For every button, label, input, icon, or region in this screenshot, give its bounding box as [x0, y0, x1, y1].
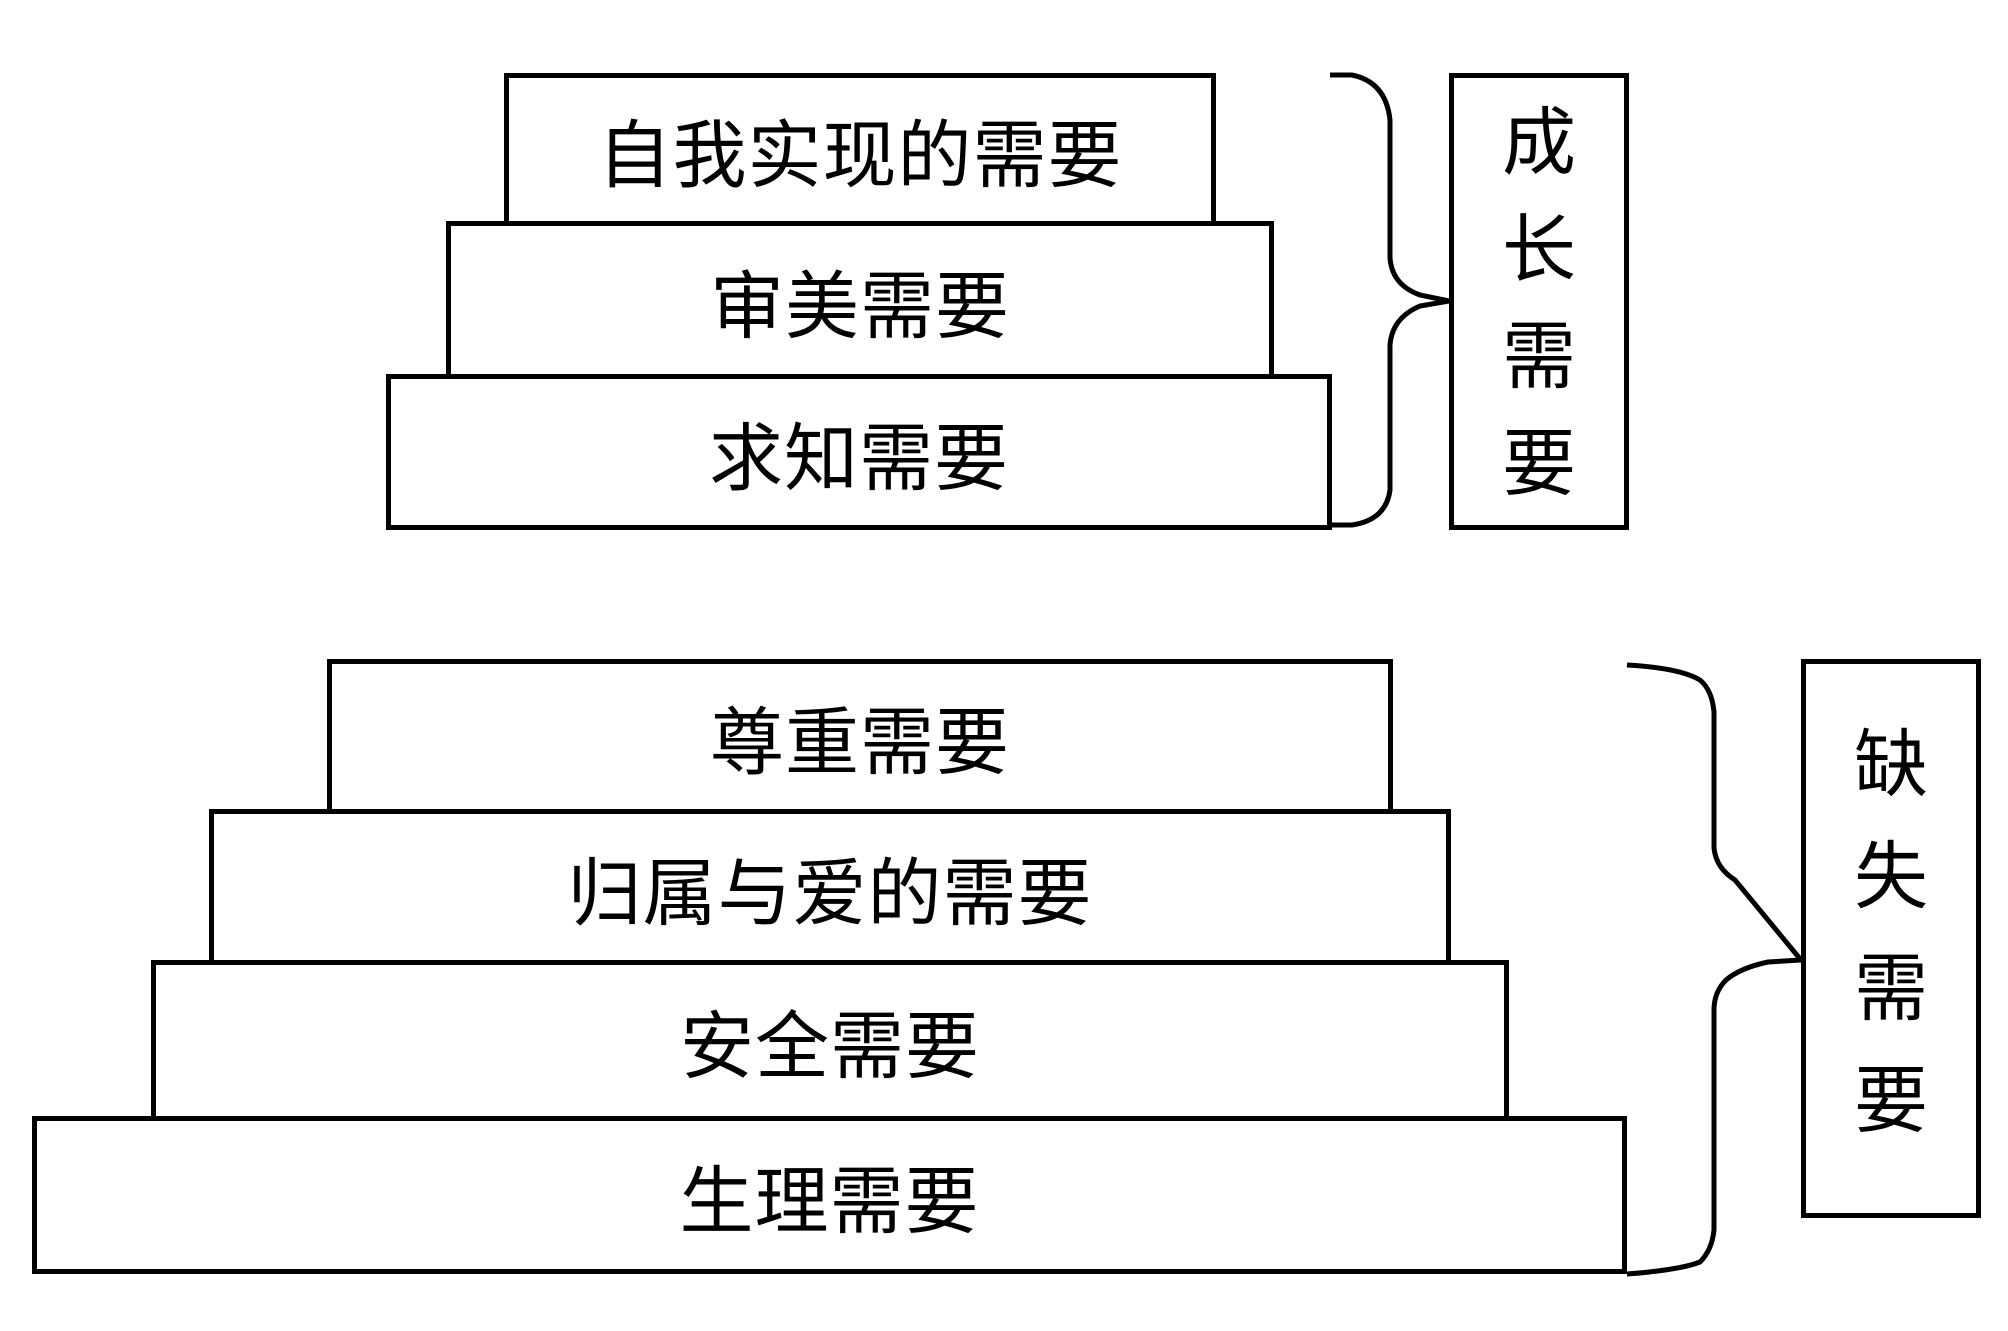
level-label: 自我实现的需要 [597, 113, 1123, 199]
level-label: 审美需要 [710, 263, 1010, 350]
level-label: 求知需要 [709, 415, 1009, 502]
category-growth-needs: 成 长 需 要 [1449, 73, 1629, 530]
category-char: 缺 [1854, 722, 1928, 808]
level-self-actualization: 自我实现的需要 [504, 73, 1216, 226]
category-char: 需 [1502, 314, 1576, 400]
category-char: 需 [1854, 946, 1928, 1032]
category-char: 成 [1502, 100, 1576, 186]
level-label: 归属与爱的需要 [567, 850, 1093, 937]
category-char: 要 [1502, 421, 1576, 507]
category-char: 长 [1502, 207, 1576, 293]
level-label: 生理需要 [679, 1158, 980, 1245]
category-char: 失 [1854, 834, 1928, 920]
growth-brace [1330, 72, 1450, 528]
level-label: 尊重需要 [710, 700, 1010, 786]
deficiency-brace [1626, 662, 1803, 1277]
category-deficiency-needs: 缺 失 需 要 [1801, 659, 1981, 1218]
category-char: 要 [1854, 1058, 1928, 1144]
level-physiological: 生理需要 [32, 1116, 1627, 1274]
level-cognitive: 求知需要 [386, 374, 1332, 530]
level-esteem: 尊重需要 [327, 659, 1393, 814]
level-label: 安全需要 [680, 1004, 980, 1090]
